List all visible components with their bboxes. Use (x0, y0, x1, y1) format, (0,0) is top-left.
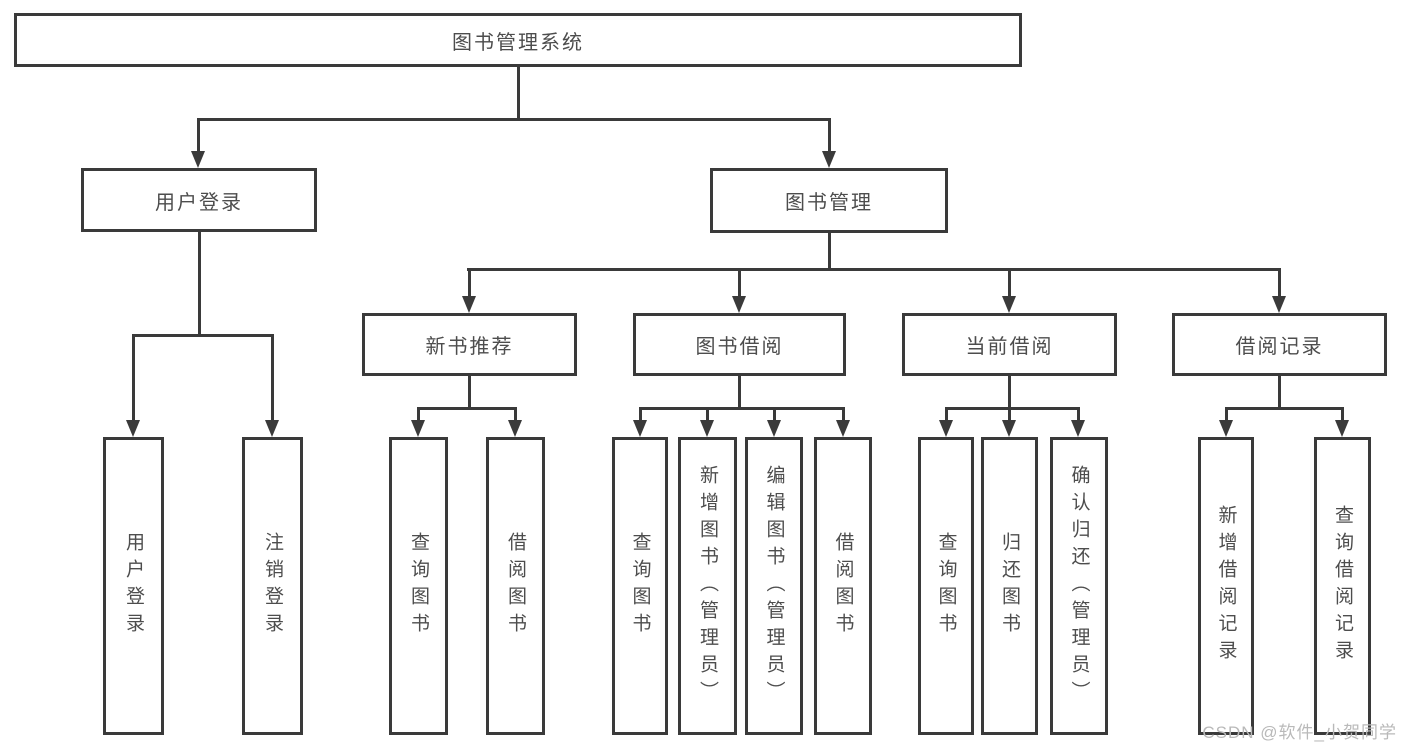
connector-arrow-icon (191, 151, 205, 168)
connector-line (1278, 376, 1281, 409)
node-book-management: 图书管理 (710, 168, 948, 233)
leaf-borrow-books: 借阅图书 (814, 437, 872, 735)
connector-arrow-icon (836, 420, 850, 437)
node-current-borrowing: 当前借阅 (902, 313, 1117, 376)
leaf-logout: 注销登录 (242, 437, 303, 735)
connector-arrow-icon (126, 420, 140, 437)
connector-line (828, 233, 831, 270)
connector-line (197, 118, 831, 121)
leaf-query-books: 查询图书 (918, 437, 974, 735)
connector-arrow-icon (1071, 420, 1085, 437)
leaf-add-borrow-record: 新增借阅记录 (1198, 437, 1254, 735)
connector-arrow-icon (732, 296, 746, 313)
leaf-return-books: 归还图书 (981, 437, 1038, 735)
connector-line (198, 232, 201, 336)
connector-arrow-icon (633, 420, 647, 437)
connector-line (738, 268, 741, 299)
connector-arrow-icon (700, 420, 714, 437)
connector-line (706, 407, 709, 422)
leaf-confirm-return-admin: 确认归还（管理员） (1050, 437, 1108, 735)
leaf-edit-book-admin: 编辑图书（管理员） (745, 437, 803, 735)
connector-line (945, 407, 948, 422)
connector-line (514, 407, 517, 422)
node-library-management-system: 图书管理系统 (14, 13, 1022, 67)
connector-line (1278, 268, 1281, 299)
connector-arrow-icon (411, 420, 425, 437)
connector-arrow-icon (462, 296, 476, 313)
watermark-text: CSDN @软件_小贺同学 (1202, 723, 1397, 742)
connector-line (639, 407, 843, 410)
connector-line (828, 118, 831, 153)
connector-line (197, 118, 200, 153)
connector-arrow-icon (1272, 296, 1286, 313)
connector-line (1341, 407, 1344, 422)
leaf-add-book-admin: 新增图书（管理员） (678, 437, 737, 735)
connector-arrow-icon (508, 420, 522, 437)
connector-arrow-icon (1335, 420, 1349, 437)
leaf-query-books: 查询图书 (612, 437, 668, 735)
connector-arrow-icon (265, 420, 279, 437)
connector-line (1225, 407, 1228, 422)
node-book-borrowing: 图书借阅 (633, 313, 846, 376)
connector-line (271, 334, 274, 422)
connector-line (132, 334, 135, 422)
node-borrowing-records: 借阅记录 (1172, 313, 1387, 376)
connector-line (1008, 376, 1011, 409)
connector-line (738, 376, 741, 409)
connector-line (468, 376, 471, 409)
connector-line (132, 334, 274, 337)
leaf-borrow-books: 借阅图书 (486, 437, 545, 735)
connector-line (417, 407, 420, 422)
connector-line (417, 407, 517, 410)
node-new-book-recommendation: 新书推荐 (362, 313, 577, 376)
connector-line (1225, 407, 1343, 410)
connector-arrow-icon (1002, 296, 1016, 313)
leaf-query-borrow-record: 查询借阅记录 (1314, 437, 1371, 735)
leaf-user-login: 用户登录 (103, 437, 164, 735)
connector-arrow-icon (1002, 420, 1016, 437)
connector-line (1008, 407, 1011, 422)
connector-line (1077, 407, 1080, 422)
connector-arrow-icon (939, 420, 953, 437)
connector-line (468, 268, 471, 299)
connector-arrow-icon (1219, 420, 1233, 437)
leaf-query-books: 查询图书 (389, 437, 448, 735)
connector-arrow-icon (822, 151, 836, 168)
connector-line (517, 67, 520, 120)
connector-line (1008, 268, 1011, 299)
connector-line (842, 407, 845, 422)
node-user-login: 用户登录 (81, 168, 317, 232)
connector-line (467, 268, 1281, 271)
connector-line (639, 407, 642, 422)
connector-line (945, 407, 1080, 410)
connector-line (773, 407, 776, 422)
connector-arrow-icon (767, 420, 781, 437)
